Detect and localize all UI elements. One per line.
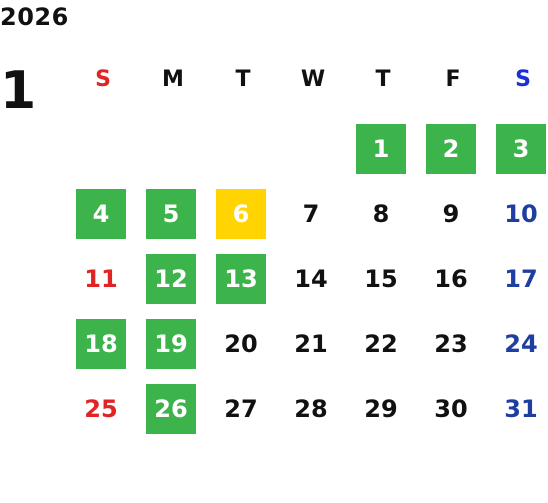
day-cell-1[interactable]: 1 xyxy=(356,124,406,174)
day-cell-4[interactable]: 4 xyxy=(76,189,126,239)
day-cell-18[interactable]: 18 xyxy=(76,319,126,369)
day-cell-13[interactable]: 13 xyxy=(216,254,266,304)
year-label: 2026 xyxy=(0,3,69,31)
month-label: 1 xyxy=(0,61,37,121)
day-cell-31[interactable]: 31 xyxy=(504,395,538,423)
day-cell-23[interactable]: 23 xyxy=(434,330,468,358)
day-cell-6[interactable]: 6 xyxy=(216,189,266,239)
day-cell-12[interactable]: 12 xyxy=(146,254,196,304)
day-cell-2[interactable]: 2 xyxy=(426,124,476,174)
day-cell-28[interactable]: 28 xyxy=(294,395,328,423)
day-cell-9[interactable]: 9 xyxy=(442,200,460,228)
day-cell-24[interactable]: 24 xyxy=(504,330,538,358)
weekday-mon: M xyxy=(162,67,184,92)
day-cell-22[interactable]: 22 xyxy=(364,330,398,358)
day-cell-17[interactable]: 17 xyxy=(504,265,538,293)
day-cell-14[interactable]: 14 xyxy=(294,265,328,293)
day-cell-27[interactable]: 27 xyxy=(224,395,258,423)
day-cell-21[interactable]: 21 xyxy=(294,330,328,358)
weekday-sun: S xyxy=(95,67,111,92)
day-cell-20[interactable]: 20 xyxy=(224,330,258,358)
day-cell-30[interactable]: 30 xyxy=(434,395,468,423)
day-cell-11[interactable]: 11 xyxy=(84,265,118,293)
weekday-wed: W xyxy=(300,67,326,92)
weekday-header-row: S M T W T F S xyxy=(68,64,548,96)
day-cell-7[interactable]: 7 xyxy=(302,200,320,228)
day-cell-16[interactable]: 16 xyxy=(434,265,468,293)
weekday-fri: F xyxy=(445,67,461,92)
day-cell-26[interactable]: 26 xyxy=(146,384,196,434)
day-cell-10[interactable]: 10 xyxy=(504,200,538,228)
day-cell-8[interactable]: 8 xyxy=(372,200,390,228)
day-cell-3[interactable]: 3 xyxy=(496,124,546,174)
weekday-thu: T xyxy=(375,67,391,92)
day-cell-29[interactable]: 29 xyxy=(364,395,398,423)
weekday-tue: T xyxy=(235,67,251,92)
weekday-sat: S xyxy=(515,67,531,92)
day-cell-19[interactable]: 19 xyxy=(146,319,196,369)
day-cell-25[interactable]: 25 xyxy=(84,395,118,423)
day-cell-15[interactable]: 15 xyxy=(364,265,398,293)
day-cell-5[interactable]: 5 xyxy=(146,189,196,239)
